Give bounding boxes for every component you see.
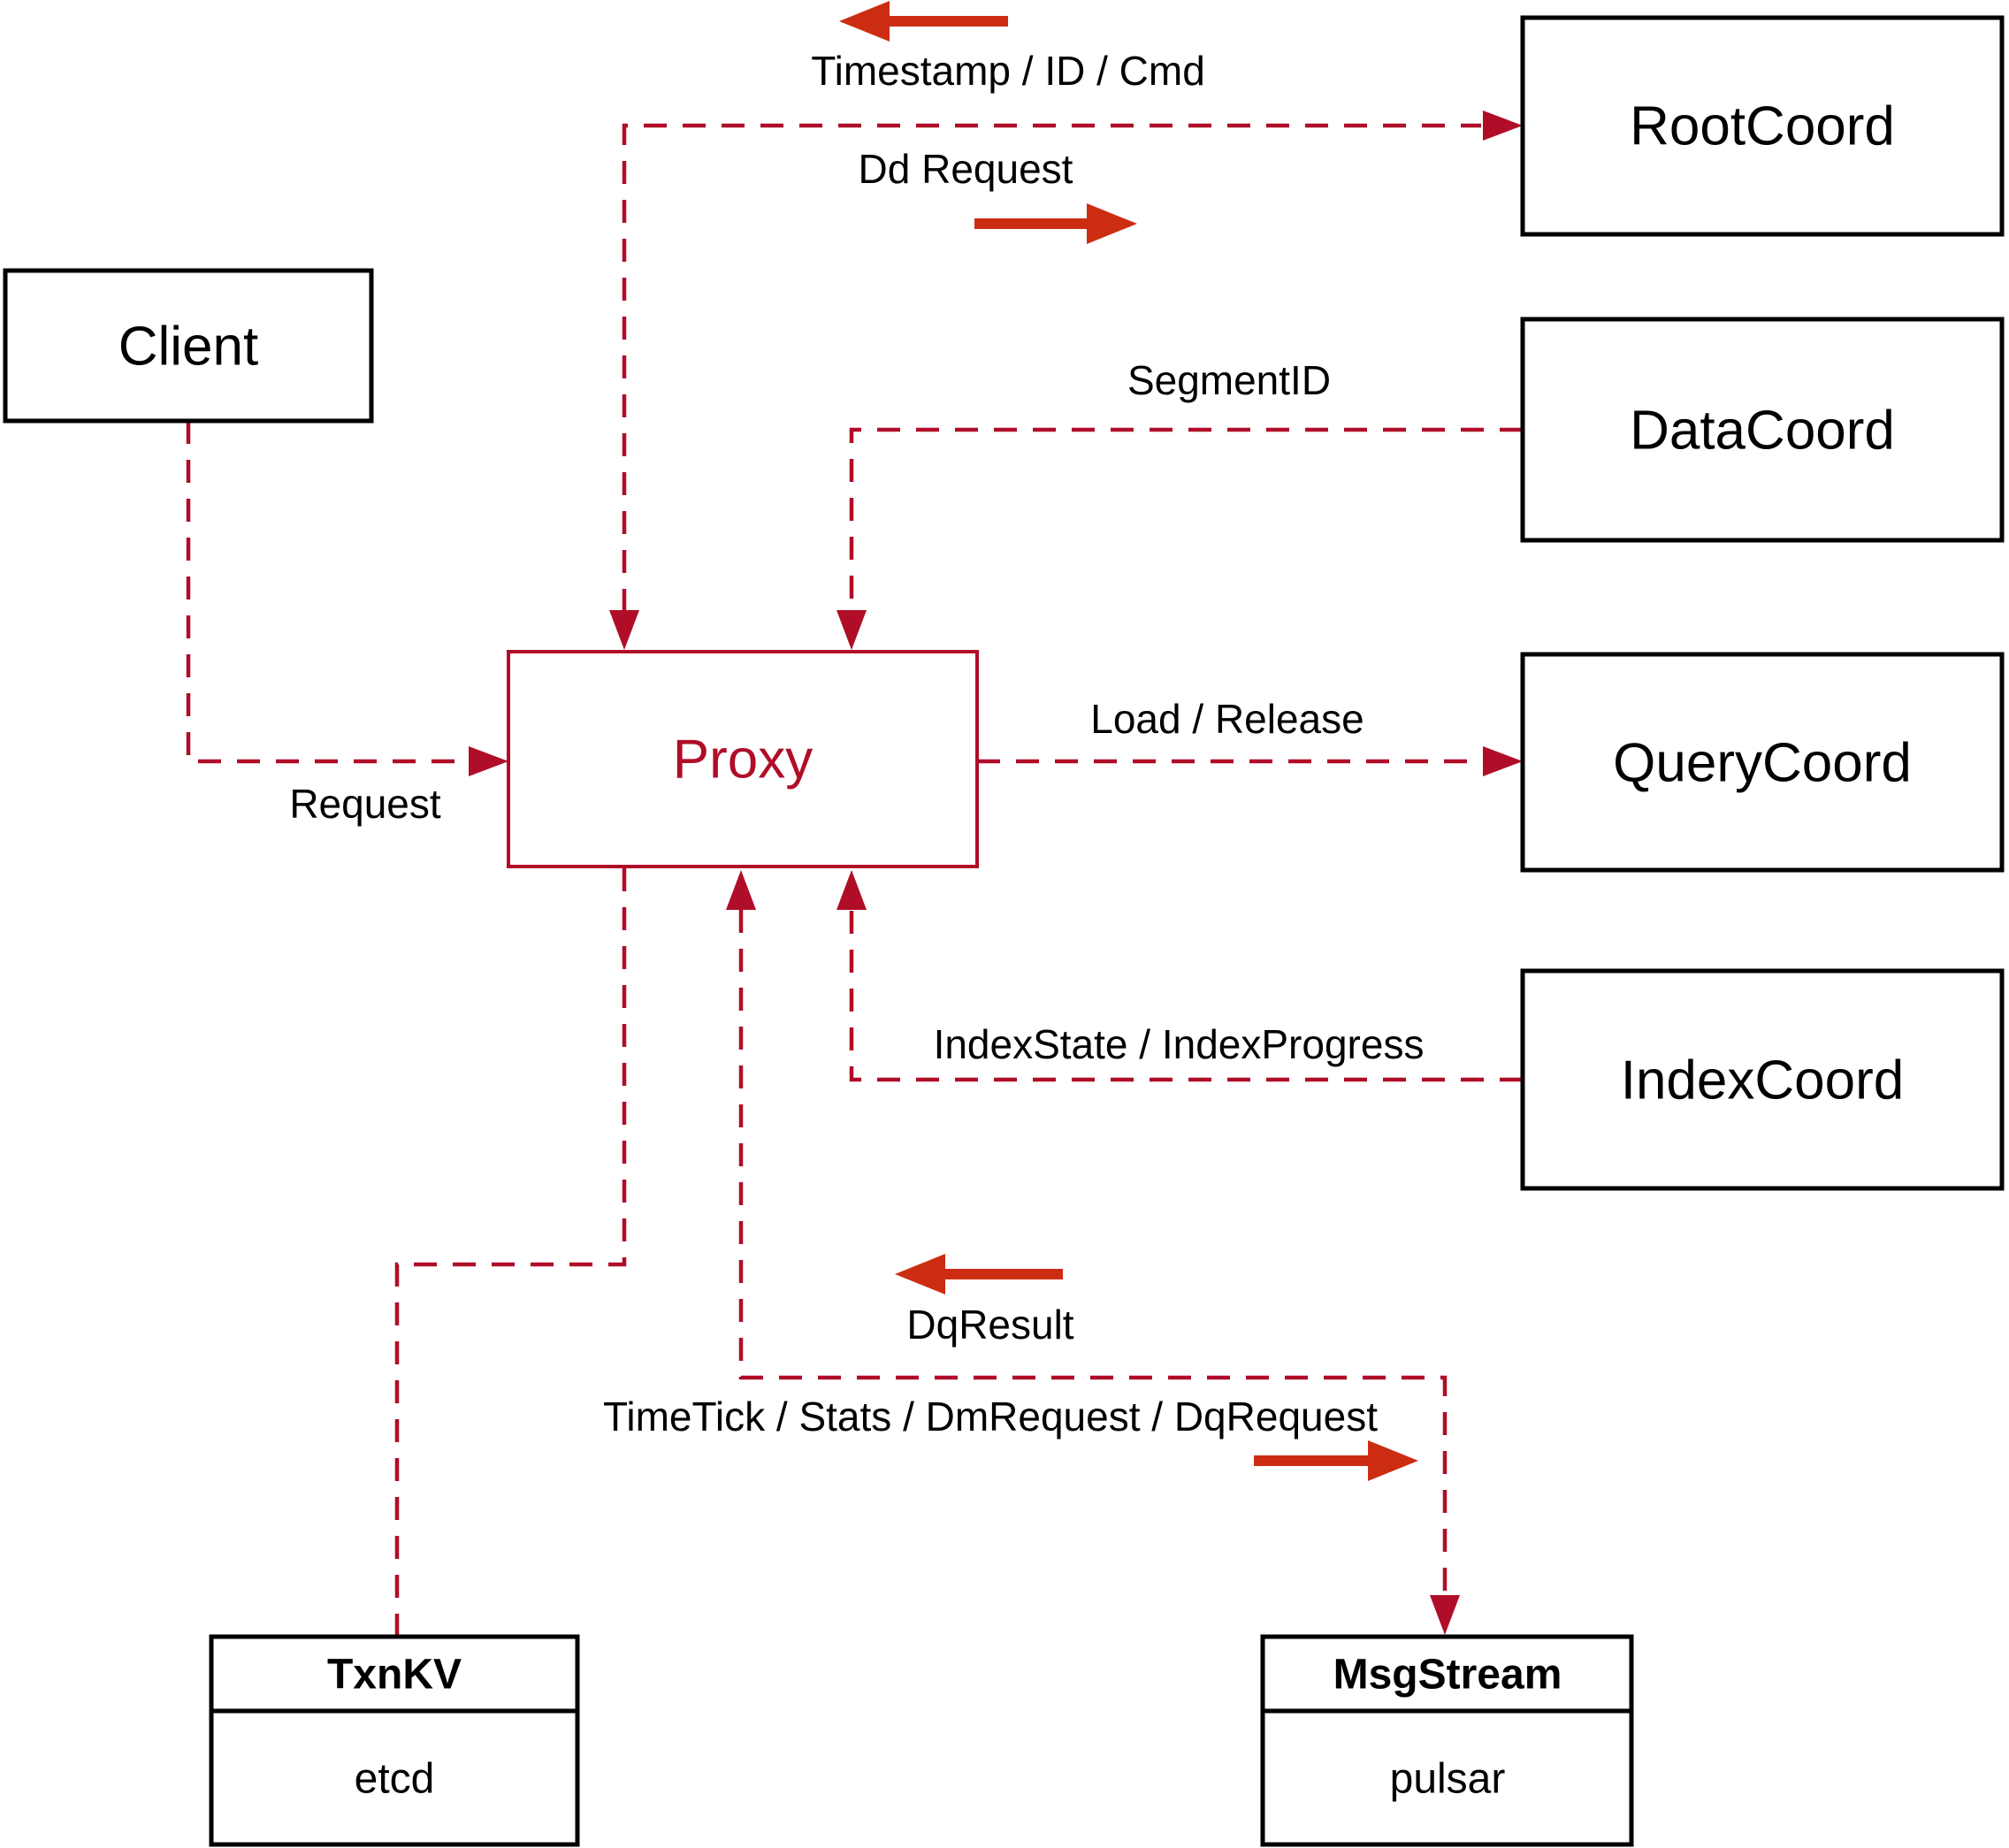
edge-msgstream-arrowhead-into-proxy xyxy=(726,870,756,910)
datacoord-node-box xyxy=(1520,317,2005,543)
time-tick-direction-right-arrow-icon xyxy=(1254,1440,1418,1481)
edge-label-request: Request xyxy=(289,781,441,827)
msgstream-impl-label: pulsar xyxy=(1390,1756,1506,1803)
dq-result-direction-left-arrow-icon xyxy=(895,1254,1063,1294)
edge-proxy-arrowhead-into-msgstream xyxy=(1430,1595,1460,1635)
edge-proxy-txnkv-line xyxy=(394,868,627,1635)
edge-label-time-tick: TimeTick / Stats / DmRequest / DqRequest xyxy=(603,1394,1378,1439)
edge-proxy-rootcoord-line xyxy=(622,123,1481,612)
txnkv-node-title: TxnKV xyxy=(327,1652,462,1699)
edge-label-dq-result: DqResult xyxy=(906,1302,1073,1348)
edge-client-proxy-line xyxy=(186,421,467,764)
edge-proxy-arrowhead-into-rootcoord xyxy=(1483,111,1523,141)
proxy-node-box xyxy=(507,650,979,868)
client-node-label: Client xyxy=(118,317,259,378)
txnkv-node-box xyxy=(209,1634,580,1847)
edge-label-dd-request: Dd Request xyxy=(859,146,1073,192)
edge-proxy-msgstream-line xyxy=(738,910,1448,1595)
querycoord-node-box xyxy=(1520,652,2005,873)
rootcoord-node-box xyxy=(1520,15,2005,237)
edge-proxy-arrowhead-into-querycoord xyxy=(1483,746,1523,776)
proxy-node-label: Proxy xyxy=(673,729,813,790)
edge-datacoord-proxy-line xyxy=(849,427,1523,610)
rootcoord-node-label: RootCoord xyxy=(1630,96,1895,157)
msgstream-node-box xyxy=(1260,1634,1634,1847)
edge-rootcoord-arrowhead-into-proxy xyxy=(609,610,639,650)
querycoord-node-label: QueryCoord xyxy=(1613,733,1912,794)
txnkv-impl-label: etcd xyxy=(355,1756,435,1803)
edge-label-segment-id: SegmentID xyxy=(1127,357,1331,403)
timestamp-direction-left-arrow-icon xyxy=(839,1,1008,42)
client-node-box xyxy=(3,268,374,424)
edge-datacoord-arrowhead-into-proxy xyxy=(836,610,867,650)
edge-label-timestamp-id-cmd: Timestamp / ID / Cmd xyxy=(811,48,1205,94)
edge-client-arrowhead-into-proxy xyxy=(469,746,508,776)
edge-label-index-state: IndexState / IndexProgress xyxy=(934,1021,1425,1067)
msgstream-node-title: MsgStream xyxy=(1333,1652,1562,1699)
indexcoord-node-box xyxy=(1520,968,2005,1191)
edge-indexcoord-arrowhead-into-proxy xyxy=(836,870,867,910)
indexcoord-node-label: IndexCoord xyxy=(1621,1050,1905,1111)
edge-label-load-release: Load / Release xyxy=(1090,696,1364,742)
edge-indexcoord-proxy-line xyxy=(849,910,1523,1082)
dd-request-direction-right-arrow-icon xyxy=(974,203,1137,244)
datacoord-node-label: DataCoord xyxy=(1630,401,1895,462)
